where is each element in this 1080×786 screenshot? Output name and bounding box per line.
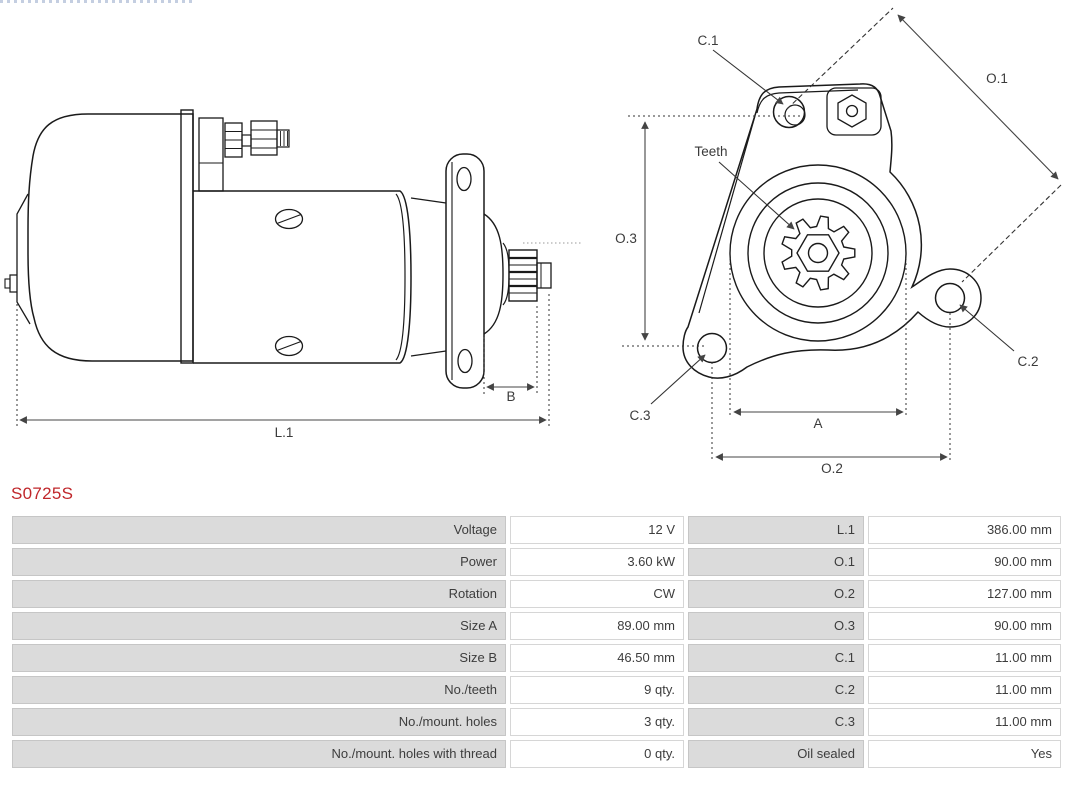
extension-lines: [622, 115, 951, 462]
extension-lines: [16, 294, 550, 427]
pinion-splines: [508, 249, 538, 302]
label-c3: C.3: [629, 408, 650, 423]
table-row: No./teeth 9 qty. C.2 11.00 mm: [12, 676, 1061, 704]
spec-value: 11.00 mm: [868, 708, 1061, 736]
label-o2: O.2: [821, 461, 843, 476]
dim-label-l1: L.1: [275, 425, 294, 440]
spec-label: Size B: [12, 644, 506, 672]
dimension-lines: [19, 383, 547, 424]
table-row: Voltage 12 V L.1 386.00 mm: [12, 516, 1061, 544]
dim-label-b: B: [506, 389, 515, 404]
spec-label: Power: [12, 548, 506, 576]
label-c2: C.2: [1017, 354, 1038, 369]
spec-value: CW: [510, 580, 684, 608]
side-view-drawing: B L.1: [4, 109, 581, 440]
spec-label: Rotation: [12, 580, 506, 608]
spec-label: No./teeth: [12, 676, 506, 704]
table-row: Size A 89.00 mm O.3 90.00 mm: [12, 612, 1061, 640]
spec-label: O.3: [688, 612, 864, 640]
spec-label: C.3: [688, 708, 864, 736]
screw-icon: [274, 208, 304, 357]
spec-value: 12 V: [510, 516, 684, 544]
table-row: No./mount. holes 3 qty. C.3 11.00 mm: [12, 708, 1061, 736]
o1-extension-lines: [786, 7, 1062, 283]
motor-body-outline: [4, 109, 552, 389]
label-teeth: Teeth: [694, 144, 727, 159]
hole-c2: [934, 282, 966, 314]
spec-label: C.2: [688, 676, 864, 704]
spec-value: 11.00 mm: [868, 644, 1061, 672]
spec-label: O.1: [688, 548, 864, 576]
spec-label: O.2: [688, 580, 864, 608]
spec-label: Voltage: [12, 516, 506, 544]
page-top-artifact: [0, 0, 192, 3]
spec-value: 127.00 mm: [868, 580, 1061, 608]
table-row: No./mount. holes with thread 0 qty. Oil …: [12, 740, 1061, 768]
table-row: Rotation CW O.2 127.00 mm: [12, 580, 1061, 608]
spec-label: Oil sealed: [688, 740, 864, 768]
label-a: A: [813, 416, 822, 431]
spec-value: 46.50 mm: [510, 644, 684, 672]
hex-bolt-icon: [826, 87, 882, 136]
spec-value: 0 qty.: [510, 740, 684, 768]
front-view-drawing: C.1 O.1 Teeth O.3 C.3 C.2 A O.2: [615, 7, 1062, 476]
table-row: Size B 46.50 mm C.1 11.00 mm: [12, 644, 1061, 672]
part-number: S0725S: [11, 484, 74, 503]
spec-label: No./mount. holes: [12, 708, 506, 736]
spec-value: 9 qty.: [510, 676, 684, 704]
flange-outline: [682, 83, 982, 379]
spec-value: 90.00 mm: [868, 612, 1061, 640]
pinion-gear-icon: [781, 215, 856, 291]
spec-table: Voltage 12 V L.1 386.00 mm Power 3.60 kW…: [8, 512, 1065, 772]
leader-lines: [650, 49, 1015, 405]
label-o1: O.1: [986, 71, 1008, 86]
label-c1: C.1: [697, 33, 718, 48]
spec-label: L.1: [688, 516, 864, 544]
spec-value: 3 qty.: [510, 708, 684, 736]
spec-value: 90.00 mm: [868, 548, 1061, 576]
spec-value: 3.60 kW: [510, 548, 684, 576]
dimension-lines: [641, 14, 1059, 461]
spec-value: 11.00 mm: [868, 676, 1061, 704]
spec-label: No./mount. holes with thread: [12, 740, 506, 768]
terminal-base: [198, 117, 224, 192]
label-o3: O.3: [615, 231, 637, 246]
spec-value: Yes: [868, 740, 1061, 768]
spec-label: Size A: [12, 612, 506, 640]
spec-value: 89.00 mm: [510, 612, 684, 640]
spec-label: C.1: [688, 644, 864, 672]
table-row: Power 3.60 kW O.1 90.00 mm: [12, 548, 1061, 576]
spec-value: 386.00 mm: [868, 516, 1061, 544]
